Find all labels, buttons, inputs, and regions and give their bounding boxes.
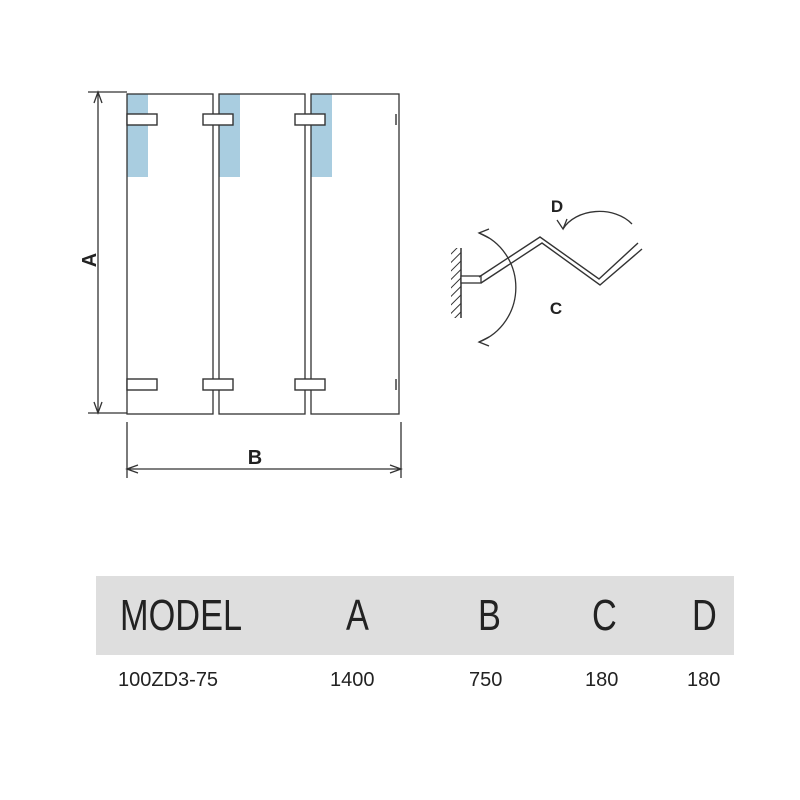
hinge-2-3-bottom [294, 378, 326, 391]
dimension-d-label: D [551, 197, 563, 216]
cell-a: 1400 [330, 669, 375, 691]
cell-b: 750 [469, 669, 503, 691]
glass-panel-1 [126, 93, 214, 415]
top-view-diagram [451, 210, 643, 347]
header-d: D [692, 591, 717, 640]
wall-hinge-top [126, 113, 158, 126]
header-c: C [592, 591, 617, 640]
spec-table-header: MODEL A B C D [96, 576, 734, 655]
arc-c [477, 228, 517, 347]
dimension-a-label: A [79, 253, 101, 267]
hinge-2-3-top [294, 113, 326, 126]
arc-d [556, 210, 633, 231]
spec-table-row: 100ZD3-75 1400 750 180 180 [96, 655, 734, 715]
spec-table: MODEL A B C D 100ZD3-75 1400 750 180 180 [96, 576, 734, 715]
hinge-1-2-bottom [202, 378, 234, 391]
cell-d: 180 [687, 669, 721, 691]
dimension-b-label: B [248, 447, 262, 469]
header-b: B [478, 591, 501, 640]
dimension-b [125, 422, 403, 478]
folded-panels [478, 236, 643, 286]
header-model: MODEL [120, 591, 243, 640]
shower-screen-diagram: A B [79, 90, 643, 478]
hinges [126, 113, 326, 391]
header-a: A [346, 591, 369, 640]
wall-hinge-bottom [126, 378, 158, 391]
cell-c: 180 [585, 669, 619, 691]
dimension-c-label: C [550, 299, 562, 318]
glass-panel-3 [310, 93, 400, 415]
dimension-a [88, 90, 127, 415]
wall-hatch [451, 248, 461, 318]
wall-bracket [460, 275, 482, 284]
glass-panel-2 [218, 93, 306, 415]
cell-model: 100ZD3-75 [118, 669, 219, 691]
hinge-1-2-top [202, 113, 234, 126]
